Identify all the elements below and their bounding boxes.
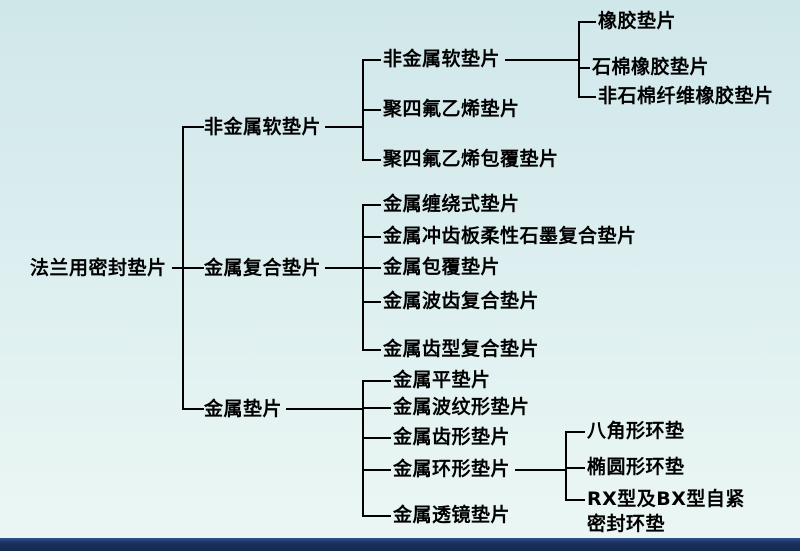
node-rx-bx-ring-line1: RX型及BX型自紧 — [587, 488, 745, 510]
node-root: 法兰用密封垫片 — [30, 257, 167, 279]
connector-line — [515, 469, 565, 471]
node-metal-ring: 金属环形垫片 — [393, 458, 511, 480]
connector-line — [362, 59, 381, 61]
node-ptfe-covered: 聚四氟乙烯包覆垫片 — [383, 148, 559, 170]
node-non-asbestos-fiber-rubber: 非石棉纤维橡胶垫片 — [598, 85, 774, 107]
connector-line — [362, 109, 381, 111]
node-metal-corrugated: 金属波纹形垫片 — [393, 396, 530, 418]
connector-line — [362, 380, 364, 516]
slide-footer-bar — [0, 538, 800, 551]
connector-line — [286, 408, 362, 410]
node-metal-flat: 金属平垫片 — [393, 369, 491, 391]
node-rx-bx-ring: RX型及BX型自紧 密封环垫 — [587, 487, 747, 537]
node-nonmetal-soft-sub: 非金属软垫片 — [383, 48, 501, 70]
node-spiral-wound: 金属缠绕式垫片 — [383, 193, 520, 215]
node-toothed-plate-graphite: 金属冲齿板柔性石墨复合垫片 — [383, 225, 637, 247]
connector-line — [362, 204, 364, 350]
connector-line — [565, 431, 567, 500]
node-rubber: 橡胶垫片 — [598, 10, 677, 32]
connector-line — [325, 126, 362, 128]
connector-line — [182, 126, 204, 128]
node-metal: 金属垫片 — [204, 398, 283, 420]
connector-line — [182, 267, 204, 269]
connector-line — [578, 21, 580, 97]
node-nonmetal-soft: 非金属软垫片 — [204, 116, 322, 138]
node-tooth-type-composite: 金属齿型复合垫片 — [383, 338, 540, 360]
node-octagonal-ring: 八角形环垫 — [587, 420, 685, 442]
connector-line — [325, 267, 362, 269]
node-rx-bx-ring-line2: 密封环垫 — [587, 513, 666, 535]
connector-line — [362, 236, 381, 238]
node-metal-toothed: 金属齿形垫片 — [393, 426, 511, 448]
connector-line — [362, 437, 391, 439]
connector-line — [578, 67, 590, 69]
node-oval-ring: 椭圆形环垫 — [587, 456, 685, 478]
connector-line — [362, 159, 381, 161]
connector-line — [172, 267, 182, 269]
node-metal-jacketed: 金属包覆垫片 — [383, 256, 501, 278]
connector-line — [362, 380, 391, 382]
connector-line — [578, 96, 596, 98]
node-metal-composite: 金属复合垫片 — [204, 257, 322, 279]
connector-line — [362, 204, 381, 206]
connector-line — [578, 21, 596, 23]
connector-line — [505, 59, 578, 61]
connector-line — [565, 467, 585, 469]
connector-line — [362, 469, 391, 471]
node-metal-lens: 金属透镜垫片 — [393, 504, 511, 526]
node-asbestos-rubber: 石棉橡胶垫片 — [592, 56, 710, 78]
node-ptfe: 聚四氟乙烯垫片 — [383, 98, 520, 120]
connector-line — [565, 431, 585, 433]
connector-line — [362, 407, 391, 409]
connector-line — [565, 499, 585, 501]
connector-line — [182, 408, 204, 410]
connector-line — [362, 301, 381, 303]
node-corrugated-tooth-composite: 金属波齿复合垫片 — [383, 290, 540, 312]
connector-line — [362, 267, 381, 269]
connector-line — [362, 349, 381, 351]
connector-line — [362, 515, 391, 517]
